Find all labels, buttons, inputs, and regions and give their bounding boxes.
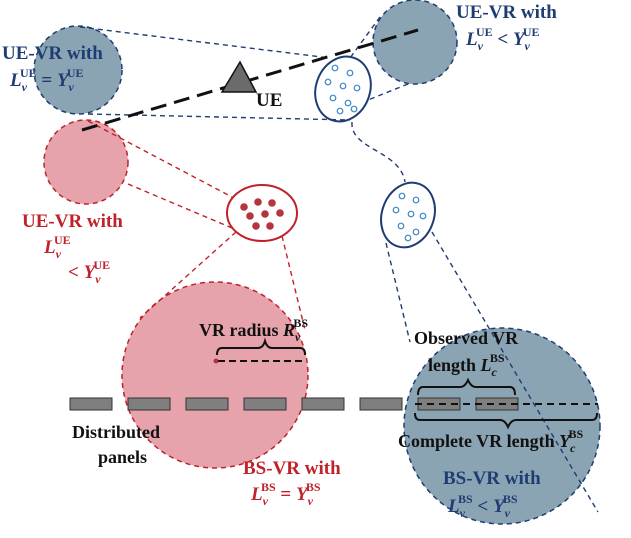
user-dot <box>392 206 400 214</box>
conn-blue-left-bottom <box>87 113 351 121</box>
conn-blue-left-top <box>79 26 331 59</box>
user-dot <box>324 78 332 86</box>
user-dot <box>261 210 269 218</box>
bs-vr-red-circle <box>121 281 309 469</box>
conn-blue-mid-curve <box>351 121 406 183</box>
conn-red-top <box>87 120 233 198</box>
vr-radius-brace <box>216 337 306 356</box>
user-dot <box>266 222 274 230</box>
connectors <box>79 16 599 513</box>
observed-vr-line2: length LcBS <box>428 351 505 379</box>
user-dot <box>331 64 339 72</box>
vr-radius-label: VR radius RvBS <box>199 316 308 344</box>
user-dot <box>412 228 420 236</box>
bs-vr-blue-circle <box>403 327 601 525</box>
user-dot <box>268 199 276 207</box>
user-dot <box>398 192 406 200</box>
triangle-icon <box>220 60 258 93</box>
observed-vr-brace <box>417 377 516 396</box>
conn-red-bottom <box>127 183 233 229</box>
ue-vr-tl-line1: UE-VR with <box>2 43 103 64</box>
user-dot <box>350 105 358 113</box>
antenna-panel <box>185 397 229 411</box>
user-dot <box>344 99 352 107</box>
dots-red <box>240 198 284 230</box>
ue-vr-tl-line2: LvUE = YvUE <box>9 66 84 94</box>
user-dot <box>346 69 354 77</box>
conn-blue-mid-right <box>431 231 599 513</box>
user-dot <box>246 212 254 220</box>
conn-red-right-b <box>281 235 306 331</box>
user-dot <box>252 222 260 230</box>
user-dot <box>254 198 262 206</box>
ue-vr-red-circle <box>43 119 129 205</box>
antenna-panel <box>243 397 287 411</box>
conn-red-right-a <box>139 231 237 319</box>
distributed-panels-line1: Distributed <box>72 422 160 442</box>
conn-blue-mid-left <box>385 242 411 343</box>
complete-vr-label: Complete VR length YcBS <box>398 427 583 455</box>
ue-vr-tr-line2: LvUE < YvUE <box>465 25 540 53</box>
ue-label: UE <box>256 90 282 111</box>
user-dot <box>276 209 284 217</box>
distributed-panels-line2: panels <box>98 447 147 467</box>
bs-vr-blue-line2: LvBS < YvBS <box>447 492 518 520</box>
user-dot <box>407 210 415 218</box>
antenna-panel <box>359 397 403 411</box>
ue-vr-tr-line1: UE-VR with <box>456 2 557 23</box>
ue-vr-blue-left-circle <box>33 25 123 115</box>
ue-vr-red-line1: UE-VR with <box>22 211 123 232</box>
bs-vr-blue-line1: BS-VR with <box>443 468 541 489</box>
red-center-dot <box>213 358 219 364</box>
user-dot <box>397 222 405 230</box>
dots-blue-top <box>324 64 361 115</box>
observed-vr-line1: Observed VR <box>414 328 519 348</box>
ue-vr-red-line2: LvUE <box>43 233 71 261</box>
complete-vr-brace <box>414 412 598 430</box>
user-dot <box>329 94 337 102</box>
user-dot <box>336 107 344 115</box>
conn-blue-right-bottom <box>367 83 409 101</box>
antenna-panel <box>127 397 171 411</box>
ue-vr-red-line3: < YvUE <box>68 258 110 286</box>
antenna-panel <box>69 397 113 411</box>
antenna-panel <box>301 397 345 411</box>
ue-vr-blue-right-circle <box>372 0 458 85</box>
dots-blue-mid <box>392 192 427 242</box>
user-dot <box>353 84 361 92</box>
user-dot <box>419 212 427 220</box>
bs-vr-red-line2: LvBS = YvBS <box>250 480 321 508</box>
bs-vr-red-line1: BS-VR with <box>243 458 341 479</box>
user-dot <box>412 196 420 204</box>
user-dot <box>240 203 248 211</box>
user-dot <box>404 234 412 242</box>
user-dot <box>339 82 347 90</box>
